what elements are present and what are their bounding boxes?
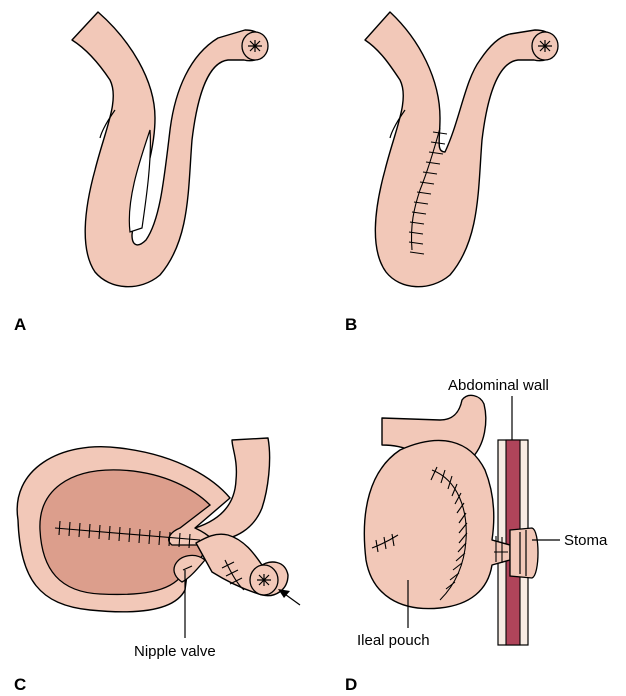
panel-d [364,395,560,645]
panel-b [365,12,558,287]
label-abdominal-wall: Abdominal wall [448,377,549,394]
panel-a [72,12,268,287]
panel-c [17,438,300,638]
panel-a-letter: A [14,315,26,334]
nipple-valve [174,555,205,582]
label-ileal-pouch: Ileal pouch [357,632,430,649]
panel-c-letter: C [14,675,26,694]
stoma [510,528,538,578]
ileal-pouch [364,440,510,608]
label-stoma: Stoma [564,532,608,549]
bowel-loop-a [72,12,266,287]
panel-d-letter: D [345,675,357,694]
bowel-loop-b [365,12,556,287]
label-nipple-valve: Nipple valve [134,643,216,660]
panel-b-letter: B [345,315,357,334]
